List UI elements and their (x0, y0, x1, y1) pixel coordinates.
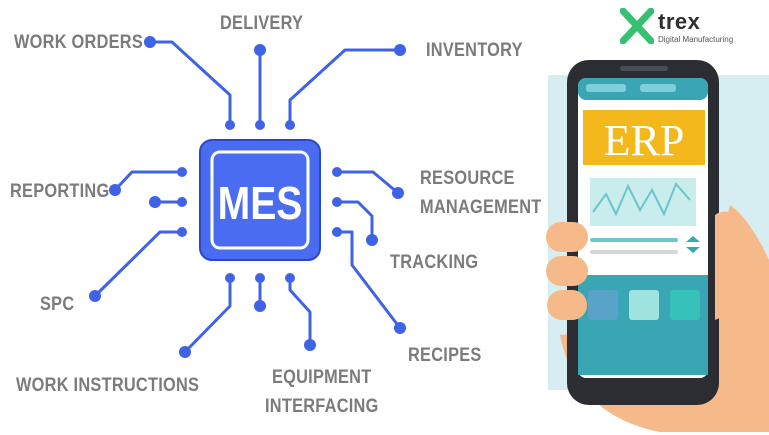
dot-resource (392, 187, 404, 199)
dot-work-instructions (179, 346, 191, 358)
mes-chip: MES (199, 139, 321, 261)
pin-dot (177, 167, 187, 177)
trex-logo-tagline: Digital Manufacturing (658, 35, 734, 44)
finger-3 (547, 290, 587, 320)
pin-dot (285, 120, 295, 130)
label-inventory: INVENTORY (426, 40, 523, 61)
trace-work-instructions (183, 276, 232, 354)
pin-dot (177, 197, 187, 207)
status-pill-2 (640, 84, 676, 92)
finger-1 (546, 222, 588, 252)
erp-banner-label: ERP (604, 116, 685, 165)
finger-2 (546, 256, 588, 286)
trace-work-orders (148, 40, 232, 127)
app-tile-3 (670, 290, 700, 320)
progress-bar-bottom (590, 250, 678, 254)
mini-chart-line (592, 182, 691, 217)
pin-dot (255, 120, 265, 130)
pin-dot (332, 227, 342, 237)
pin-dot (332, 197, 342, 207)
label-spc: SPC (40, 294, 75, 315)
dot-reporting (109, 184, 121, 196)
pin-dot (255, 273, 265, 283)
dot-bottom-mid (254, 300, 266, 312)
trace-spc (93, 230, 184, 298)
label-management: MANAGEMENT (420, 197, 542, 218)
pin-dot (285, 273, 295, 283)
progress-bar-top (590, 238, 678, 242)
trace-reporting (113, 170, 184, 192)
mini-chart-card (590, 178, 696, 226)
label-work-instructions: WORK INSTRUCTIONS (16, 375, 200, 396)
trace-inventory (288, 48, 402, 127)
trex-logo: trex Digital Manufacturing (620, 6, 760, 46)
pin-dot (332, 167, 342, 177)
label-equipment: EQUIPMENT (272, 367, 372, 388)
trace-tracking (335, 230, 402, 330)
dot-tracking (394, 322, 406, 334)
phone-illustration: ERP (546, 60, 769, 432)
trex-logo-mark-icon (620, 8, 654, 44)
label-delivery: DELIVERY (220, 13, 304, 34)
dot-work-orders (144, 36, 156, 48)
mes-chip-label: MES (218, 178, 303, 230)
label-recipes: RECIPES (408, 345, 482, 366)
erp-banner (583, 110, 705, 165)
dot-left-mid (149, 196, 161, 208)
pin-dot (225, 273, 235, 283)
trex-logo-wordmark: trex (658, 9, 701, 34)
dot-equipment (304, 339, 316, 351)
pin-dot (225, 120, 235, 130)
thumb (715, 211, 760, 320)
app-tile-1 (588, 290, 618, 320)
phone-notch (620, 66, 668, 71)
status-pill-1 (586, 84, 626, 92)
trace-right-mid (335, 200, 374, 242)
label-interfacing: INTERFACING (265, 396, 379, 417)
dot-right-mid (366, 234, 378, 246)
app-tile-2 (629, 290, 659, 320)
label-tracking: TRACKING (390, 252, 479, 273)
dot-spc (89, 290, 101, 302)
trace-resource (335, 170, 400, 195)
dot-inventory (394, 44, 406, 56)
trace-equipment (288, 276, 312, 347)
pin-dot (177, 227, 187, 237)
label-work-orders: WORK ORDERS (14, 32, 144, 53)
sort-arrows-icon (686, 236, 700, 253)
trace-dots (89, 36, 406, 358)
dot-delivery (254, 44, 266, 56)
label-resource: RESOURCE (420, 168, 515, 189)
label-reporting: REPORTING (10, 181, 110, 202)
